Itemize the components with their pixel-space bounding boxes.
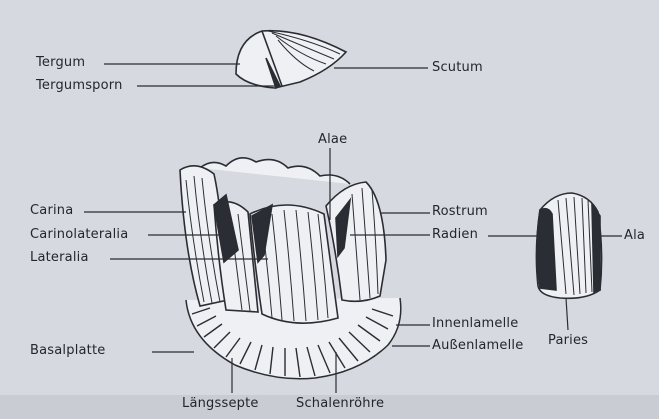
label-aussenlamelle: Außenlamelle: [432, 338, 523, 353]
label-laengssepte: Längssepte: [182, 396, 259, 411]
label-alae: Alae: [318, 132, 347, 147]
label-innenlamelle: Innenlamelle: [432, 316, 518, 331]
label-radien: Radien: [432, 227, 478, 242]
label-tergumsporn: Tergumsporn: [36, 78, 123, 93]
label-carinolateralia: Carinolateralia: [30, 227, 128, 242]
label-paries: Paries: [548, 333, 588, 348]
label-carina: Carina: [30, 203, 73, 218]
label-basalplatte: Basalplatte: [30, 343, 105, 358]
label-scutum: Scutum: [432, 60, 483, 75]
label-ala: Ala: [624, 228, 645, 243]
paries-plate-drawing: [536, 193, 601, 298]
label-lateralia: Lateralia: [30, 250, 89, 265]
label-tergum: Tergum: [36, 55, 85, 70]
label-rostrum: Rostrum: [432, 204, 488, 219]
label-schalenroehre: Schalenröhre: [296, 396, 384, 411]
